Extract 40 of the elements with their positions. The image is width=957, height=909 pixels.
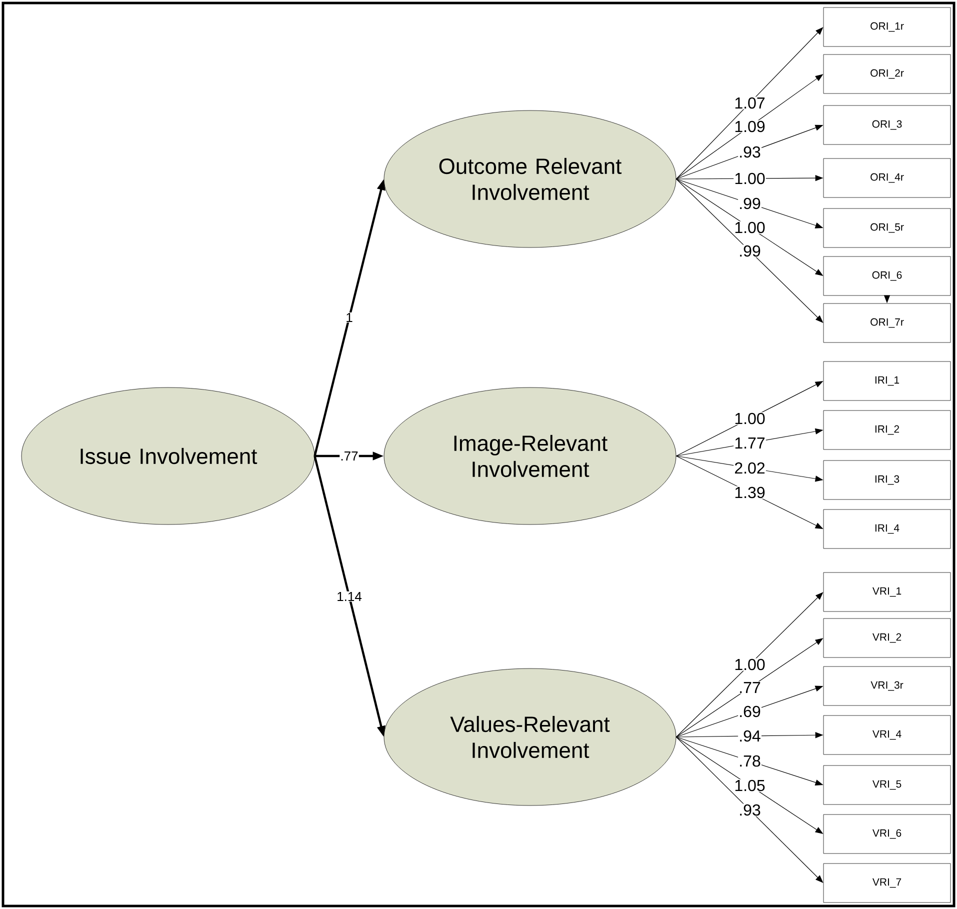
indicator-box: ORI_3 xyxy=(823,105,951,145)
indicator-box: ORI_6 xyxy=(823,256,951,296)
indicator-box: ORI_5r xyxy=(823,208,951,248)
edge-label: 1.77 xyxy=(734,436,766,450)
indicator-box: ORI_7r xyxy=(823,303,951,343)
edge-label: .99 xyxy=(738,197,762,210)
edge-label: .93 xyxy=(738,804,762,816)
indicator-box: VRI_6 xyxy=(823,814,951,854)
edge-label: .77 xyxy=(340,450,359,462)
edge-label: 1.39 xyxy=(734,486,766,499)
indicator-box: VRI_3r xyxy=(823,666,951,706)
indicator-box: ORI_1r xyxy=(823,7,951,47)
indicator-box: IRI_1 xyxy=(823,361,951,401)
edge-label: 1 xyxy=(345,312,354,323)
indicator-box: VRI_5 xyxy=(823,765,951,805)
edge-label: 1.09 xyxy=(734,120,766,133)
indicator-box: VRI_4 xyxy=(823,715,951,755)
edge-label: 1.14 xyxy=(336,591,362,602)
edge-label: .99 xyxy=(738,244,762,258)
indicator-box: VRI_2 xyxy=(823,618,951,658)
edge-label: 1.05 xyxy=(734,779,766,792)
indicator-box: VRI_7 xyxy=(823,863,951,903)
indicator-box: ORI_2r xyxy=(823,54,951,94)
edge-label: 1.00 xyxy=(734,658,766,671)
edge-label: .94 xyxy=(738,730,762,742)
indicator-box: IRI_4 xyxy=(823,509,951,549)
edge-label: .69 xyxy=(738,705,762,718)
indicator-box: IRI_2 xyxy=(823,410,951,450)
edge-label: .78 xyxy=(738,754,762,768)
edge-label: 2.02 xyxy=(734,462,766,474)
edge-label: 1.00 xyxy=(734,172,766,185)
edge-label: 1.00 xyxy=(734,221,766,234)
edge-label: .77 xyxy=(738,681,762,694)
edge-label: 1.07 xyxy=(734,96,766,110)
indicator-box: VRI_1 xyxy=(823,572,951,612)
arrow xyxy=(676,27,824,180)
edge-label: 1.00 xyxy=(734,412,766,425)
indicator-box: ORI_4r xyxy=(823,158,951,198)
edge-label: .93 xyxy=(738,146,762,158)
indicator-box: IRI_3 xyxy=(823,460,951,500)
